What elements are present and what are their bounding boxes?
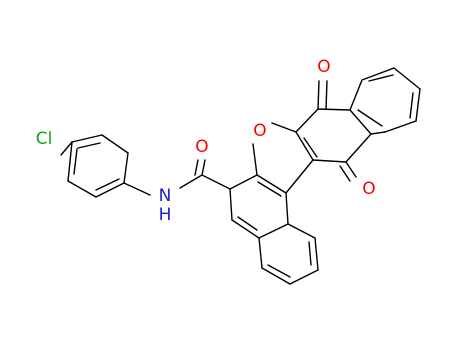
bond xyxy=(393,67,421,90)
quinone-oxygen-bottom-label: O xyxy=(362,179,375,199)
bond xyxy=(317,80,320,110)
bond xyxy=(267,264,291,278)
bond xyxy=(287,223,316,239)
bond xyxy=(229,188,233,221)
bond xyxy=(285,159,314,194)
bond xyxy=(312,159,347,163)
bond xyxy=(95,178,120,191)
bonds xyxy=(60,67,421,285)
bond xyxy=(409,92,414,119)
furan-oxygen-label: O xyxy=(253,121,266,141)
bond xyxy=(349,109,372,135)
bond xyxy=(201,159,206,176)
bond xyxy=(229,174,258,190)
bond xyxy=(368,74,394,82)
bond xyxy=(123,182,151,196)
bond xyxy=(231,219,260,239)
bond xyxy=(370,131,386,135)
bond xyxy=(357,109,383,127)
amide-hydrogen-label: H xyxy=(159,205,172,225)
bond xyxy=(256,174,287,194)
bond xyxy=(71,134,103,143)
quinone-oxygen-top-label: O xyxy=(317,57,330,77)
bond xyxy=(339,165,351,182)
bond xyxy=(317,108,351,111)
bond xyxy=(123,152,129,184)
bond xyxy=(73,148,78,175)
bond xyxy=(261,267,291,285)
bond xyxy=(101,134,129,154)
bond xyxy=(258,223,289,239)
bond xyxy=(285,192,289,225)
bond xyxy=(303,137,318,158)
bond xyxy=(345,133,372,163)
bond xyxy=(289,269,319,285)
bond xyxy=(201,174,231,190)
bond xyxy=(295,108,319,133)
chlorine-atom-label: Cl xyxy=(36,129,53,149)
bond xyxy=(77,142,101,149)
bond xyxy=(258,237,263,269)
bond xyxy=(325,80,328,110)
bond xyxy=(415,88,421,122)
amide-oxygen-label: O xyxy=(195,137,208,157)
bond xyxy=(60,141,73,156)
bond xyxy=(295,131,314,161)
amide-nitrogen-label: N xyxy=(159,186,172,206)
bond xyxy=(179,174,203,189)
bond xyxy=(252,143,258,176)
bond xyxy=(271,122,297,133)
bond xyxy=(345,161,357,178)
bond xyxy=(67,180,97,198)
bond xyxy=(308,241,312,266)
bond xyxy=(314,237,319,271)
bond xyxy=(95,182,125,198)
bond xyxy=(361,67,395,81)
bond xyxy=(349,79,363,111)
bond xyxy=(67,141,73,182)
bond xyxy=(384,120,417,133)
bond xyxy=(194,159,199,176)
bond xyxy=(257,181,282,197)
atom-labels: Cl N H O O O O xyxy=(36,57,376,225)
bond xyxy=(237,216,258,231)
